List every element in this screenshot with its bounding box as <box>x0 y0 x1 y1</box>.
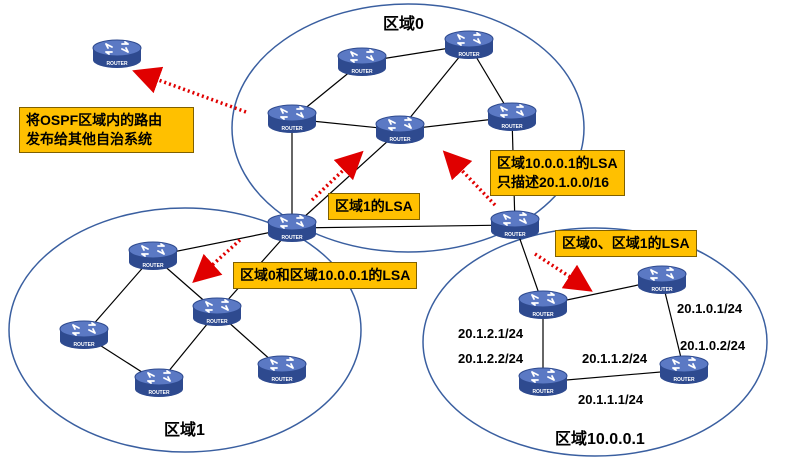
router-icon: ROUTER <box>89 34 145 74</box>
router-icon: ROUTER <box>56 315 112 355</box>
area0-label: 区域0 <box>383 16 424 33</box>
callout-area0-area1-lsa: 区域0、区域1的LSA <box>555 230 697 257</box>
router-icon-graphic: ROUTER <box>518 367 568 396</box>
interface-address: 20.1.2.1/24 <box>458 326 524 341</box>
callout-line: 区域10.0.0.1的LSA <box>497 155 618 171</box>
svg-text:ROUTER: ROUTER <box>501 124 523 130</box>
svg-text:ROUTER: ROUTER <box>504 232 526 238</box>
svg-text:ROUTER: ROUTER <box>651 287 673 293</box>
router-icon: ROUTER <box>487 205 543 245</box>
router-icon: ROUTER <box>264 99 320 139</box>
interface-address: 20.1.1.1/24 <box>578 392 644 407</box>
router-icon-graphic: ROUTER <box>490 210 540 239</box>
interface-address: 20.1.0.1/24 <box>677 301 743 316</box>
router-icon: ROUTER <box>441 25 497 65</box>
router-icon: ROUTER <box>515 362 571 402</box>
router-icon-graphic: ROUTER <box>637 265 687 294</box>
svg-text:ROUTER: ROUTER <box>281 235 303 241</box>
callout-line: 只描述20.1.0.0/16 <box>497 174 610 190</box>
svg-text:ROUTER: ROUTER <box>673 377 695 383</box>
area1-boundary <box>8 207 362 453</box>
arrow-area0-area10-lsa <box>192 238 242 284</box>
svg-text:ROUTER: ROUTER <box>458 52 480 58</box>
callout-area0-area10-lsa: 区域0和区域10.0.0.1的LSA <box>233 262 418 289</box>
callout-line: 区域1的LSA <box>335 198 413 214</box>
router-icon-graphic: ROUTER <box>257 355 307 384</box>
interface-address: 20.1.2.2/24 <box>458 351 524 366</box>
router-icon: ROUTER <box>334 42 390 82</box>
router-icon: ROUTER <box>131 363 187 403</box>
router-icon: ROUTER <box>515 285 571 325</box>
arrow-area1-lsa <box>310 150 364 202</box>
callout-line: 发布给其他自治系统 <box>26 131 152 147</box>
svg-text:ROUTER: ROUTER <box>73 342 95 348</box>
area1-label: 区域1 <box>164 422 205 439</box>
arrow-area10-summary <box>442 150 497 207</box>
router-icon-graphic: ROUTER <box>659 355 709 384</box>
lsa-arrows <box>132 66 593 292</box>
callout-line: 区域0和区域10.0.0.1的LSA <box>240 267 411 283</box>
router-icon: ROUTER <box>634 260 690 300</box>
router-icon-graphic: ROUTER <box>337 47 387 76</box>
callout-line: 将OSPF区域内的路由 <box>26 112 163 128</box>
callout-area1-lsa: 区域1的LSA <box>328 193 420 220</box>
arrow-to-external-as <box>132 66 247 114</box>
interface-address: 20.1.0.2/24 <box>680 338 746 353</box>
area0-boundary <box>231 3 585 253</box>
svg-text:ROUTER: ROUTER <box>281 126 303 132</box>
router-icon-graphic: ROUTER <box>59 320 109 349</box>
router-icon-graphic: ROUTER <box>375 115 425 144</box>
arrow-area0-area1-lsa <box>534 252 593 292</box>
svg-text:ROUTER: ROUTER <box>532 312 554 318</box>
svg-text:ROUTER: ROUTER <box>148 390 170 396</box>
router-icon: ROUTER <box>484 97 540 137</box>
link <box>291 224 516 229</box>
router-icon-graphic: ROUTER <box>267 104 317 133</box>
router-icon: ROUTER <box>254 350 310 390</box>
callout-line: 区域0、区域1的LSA <box>562 235 690 251</box>
svg-text:ROUTER: ROUTER <box>206 319 228 325</box>
svg-text:ROUTER: ROUTER <box>271 377 293 383</box>
router-icon-graphic: ROUTER <box>128 241 178 270</box>
router-icon-graphic: ROUTER <box>134 368 184 397</box>
router-icon-graphic: ROUTER <box>518 290 568 319</box>
area10-label: 区域10.0.0.1 <box>555 431 645 448</box>
svg-text:ROUTER: ROUTER <box>142 263 164 269</box>
router-icon: ROUTER <box>656 350 712 390</box>
router-icon-graphic: ROUTER <box>92 39 142 68</box>
svg-text:ROUTER: ROUTER <box>389 137 411 143</box>
router-icon-graphic: ROUTER <box>192 297 242 326</box>
router-icon: ROUTER <box>372 110 428 150</box>
svg-text:ROUTER: ROUTER <box>106 61 128 67</box>
callout-area10-summary: 区域10.0.0.1的LSA 只描述20.1.0.0/16 <box>490 150 625 196</box>
area10-boundary <box>422 227 768 457</box>
router-icon-graphic: ROUTER <box>487 102 537 131</box>
link <box>399 44 470 131</box>
router-icon-graphic: ROUTER <box>267 213 317 242</box>
router-icon: ROUTER <box>189 292 245 332</box>
router-icon: ROUTER <box>264 208 320 248</box>
interface-address: 20.1.1.2/24 <box>582 351 648 366</box>
callout-external-as: 将OSPF区域内的路由 发布给其他自治系统 <box>19 107 194 153</box>
link <box>661 279 685 371</box>
svg-text:ROUTER: ROUTER <box>532 389 554 395</box>
router-icon-graphic: ROUTER <box>444 30 494 59</box>
router-icon: ROUTER <box>125 236 181 276</box>
svg-text:ROUTER: ROUTER <box>351 69 373 75</box>
